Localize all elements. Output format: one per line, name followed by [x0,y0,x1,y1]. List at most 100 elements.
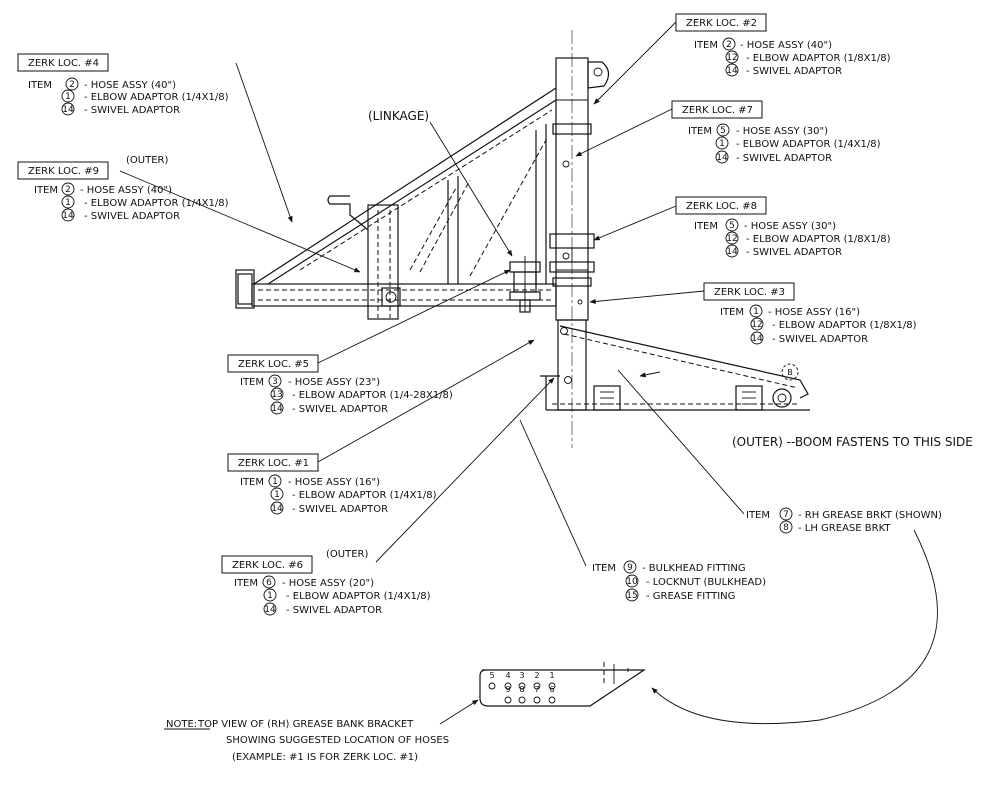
zerk-loc-8-callout: ZERK LOC. #8 ITEM 5 - HOSE ASSY (30") 12… [675,196,891,258]
zerk-loc-1-title: ZERK LOC. #1 [238,458,309,469]
item-balloon [725,218,739,232]
bracket-hole-number: 2 [534,671,539,680]
item-balloon [61,208,75,222]
zerk-loc-3-title: ZERK LOC. #3 [714,287,785,298]
zerk-loc-8-title-box [675,196,767,215]
item-balloon [61,89,75,103]
tag-letter: B [787,368,793,377]
item-number: 2 [65,185,71,195]
zerk-loc-9-title-box [17,161,109,180]
item-number: 8 [783,523,789,533]
item-balloon [623,560,637,574]
item-number: 14 [716,153,728,163]
item-desc: - HOSE ASSY (40") [80,185,172,196]
item-number: 1 [753,307,759,317]
linkage-label: (LINKAGE) [368,109,429,123]
item-desc: - HOSE ASSY (20") [282,578,374,589]
item-balloon [268,474,282,488]
item-number: 3 [272,377,278,387]
item-number: 1 [272,477,278,487]
item-desc: - SWIVEL ADAPTOR [84,211,180,222]
item-desc: - SWIVEL ADAPTOR [736,153,832,164]
item-balloon [725,244,739,258]
zerk-loc-4-callout: ZERK LOC. #4 ITEM 2 - HOSE ASSY (40") 1 … [17,53,229,116]
item-balloon [750,331,764,345]
zerk-loc-9-note: (OUTER) [126,155,168,166]
bracket-hole [488,682,496,690]
zerk-loc-2-title: ZERK LOC. #2 [686,18,757,29]
item-balloon [270,401,284,415]
item-desc: - SWIVEL ADAPTOR [292,504,388,515]
item-number: 14 [751,334,763,344]
item-number: 5 [720,126,726,136]
item-balloon [65,77,79,91]
zerk-loc-8-title: ZERK LOC. #8 [686,201,757,212]
zerk-loc-6-title-box [221,555,313,574]
item-label: ITEM [592,563,616,574]
bracket-hole-number: 3 [519,671,524,680]
item-number: 14 [271,504,283,514]
item-balloon [263,602,277,616]
item-balloon [625,574,639,588]
item-balloon [749,304,763,318]
item-desc: - SWIVEL ADAPTOR [286,605,382,616]
item-desc: - LOCKNUT (BULKHEAD) [646,577,766,588]
item-label: ITEM [746,510,770,521]
zerk-loc-9-title: ZERK LOC. #9 [28,166,99,177]
item-balloon [268,374,282,388]
item-desc: - BULKHEAD FITTING [642,563,746,574]
bracket-hole-number: 7 [534,685,539,694]
item-balloon [722,37,736,51]
item-desc: - HOSE ASSY (23") [288,377,380,388]
zerk-loc-5-title: ZERK LOC. #5 [238,359,309,370]
bracket-hole-number: 4 [505,671,510,680]
item-balloon [750,317,764,331]
bracket-hole [533,682,541,690]
item-desc: - SWIVEL ADAPTOR [84,105,180,116]
item-label: ITEM [240,477,264,488]
item-label: ITEM [34,185,58,196]
zerk-loc-1-title-box [227,453,319,472]
bracket-hole-number: 8 [519,685,524,694]
item-desc: - HOSE ASSY (30") [744,221,836,232]
item-label: ITEM [28,80,52,91]
item-label: ITEM [240,377,264,388]
zerk-loc-2-title-box [675,13,767,32]
zerk-loc-6-callout: (OUTER) ZERK LOC. #6 ITEM 6 - HOSE ASSY … [221,549,431,616]
note-prefix: NOTE: [166,719,197,730]
item-number: 1 [719,139,725,149]
item-number: 13 [271,390,282,400]
note-line-1: TOP VIEW OF (RH) GREASE BANK BRACKET [197,719,414,730]
zerk-loc-6-title: ZERK LOC. #6 [232,560,303,571]
zerk-loc-7-title-box [671,100,763,119]
item-balloon [725,231,739,245]
item-desc: - LH GREASE BRKT [798,523,891,534]
item-number: 14 [62,211,74,221]
bulkhead-callout: ITEM 9 - BULKHEAD FITTING 10 - LOCKNUT (… [592,560,766,602]
note-line-3: (EXAMPLE: #1 IS FOR ZERK LOC. #1) [232,752,418,763]
item-number: 12 [726,53,737,63]
item-desc: - HOSE ASSY (40") [740,40,832,51]
item-number: 14 [726,247,738,257]
item-number: 14 [271,404,283,414]
item-balloon [716,123,730,137]
bracket-hole [518,682,526,690]
boom-assembly-drawing [235,30,810,448]
item-number: 1 [65,92,71,102]
item-desc: - ELBOW ADAPTOR (1/4X1/8) [286,591,431,602]
item-desc: - ELBOW ADAPTOR (1/8X1/8) [746,234,891,245]
bracket-hole-number: 6 [549,685,554,694]
item-number: 5 [729,221,735,231]
item-label: ITEM [234,578,258,589]
item-number: 1 [65,198,71,208]
item-desc: - ELBOW ADAPTOR (1/4-28X1/8) [292,390,453,401]
item-label: ITEM [688,126,712,137]
zerk-loc-1-callout: ZERK LOC. #1 ITEM 1 - HOSE ASSY (16") 1 … [227,453,437,515]
zerk-loc-9-callout: (OUTER) ZERK LOC. #9 ITEM 2 - HOSE ASSY … [17,155,229,222]
item-number: 14 [264,605,276,615]
item-balloon [262,575,276,589]
item-number: 12 [751,320,762,330]
bracket-hole-number: 5 [489,671,494,680]
